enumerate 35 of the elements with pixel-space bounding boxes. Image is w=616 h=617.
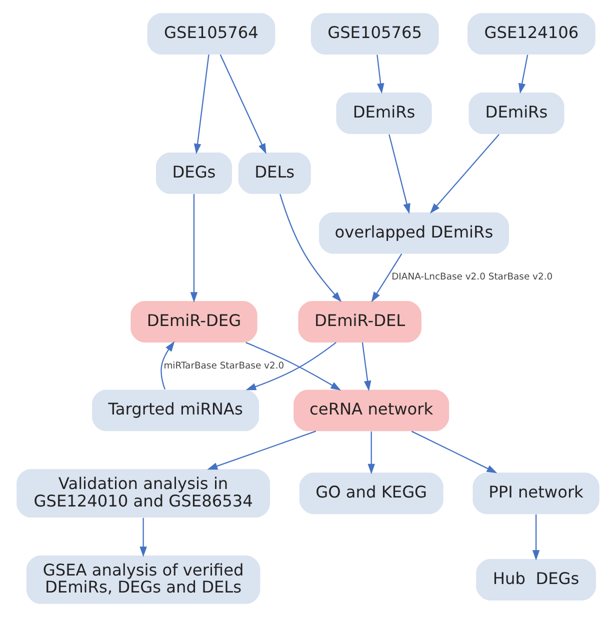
node-box: overlapped DEmiRs — [318, 212, 509, 254]
arrow — [190, 194, 198, 302]
arrow — [368, 432, 375, 474]
node-box: DEmiRs — [468, 92, 564, 134]
node-box: GO and KEGG — [299, 472, 444, 514]
arrow — [430, 134, 500, 214]
arrow — [532, 514, 540, 561]
arrow — [388, 134, 410, 214]
arrow — [518, 54, 528, 94]
node-box: DEmiRs — [336, 92, 432, 134]
arrow — [371, 254, 402, 302]
node-box: DEGs — [156, 152, 232, 194]
node-box: GSE124106 — [468, 13, 596, 55]
node-box: GSE105765 — [310, 13, 439, 55]
node-box: GSE105764 — [147, 13, 276, 55]
edge-label: DIANA-LncBase v2.0 StarBase v2.0 — [392, 272, 553, 283]
arrow — [411, 430, 498, 474]
arrow — [160, 341, 175, 390]
node-box: DEmiR-DEL — [298, 301, 422, 342]
node-box: ceRNA network — [294, 390, 450, 432]
node-box: Validation analysis in GSE124010 and GSE86534 — [16, 469, 270, 518]
arrow — [207, 430, 316, 470]
node-box: GSEA analysis of verified DEmiRs, DEGs and DELs — [26, 556, 260, 604]
edge-label: miRTarBase StarBase v2.0 — [164, 360, 284, 372]
node-box: DELs — [238, 152, 311, 194]
node-box: Targrted miRNAs — [92, 390, 260, 432]
arrow — [140, 518, 147, 558]
node-box: DEmiR-DEG — [130, 301, 258, 342]
arrow — [220, 54, 266, 154]
arrow — [279, 194, 342, 302]
arrow — [194, 54, 210, 154]
node-box: PPI network — [472, 472, 600, 514]
node-box: Hub DEGs — [476, 559, 596, 600]
arrow — [376, 54, 384, 94]
arrow — [362, 342, 372, 392]
